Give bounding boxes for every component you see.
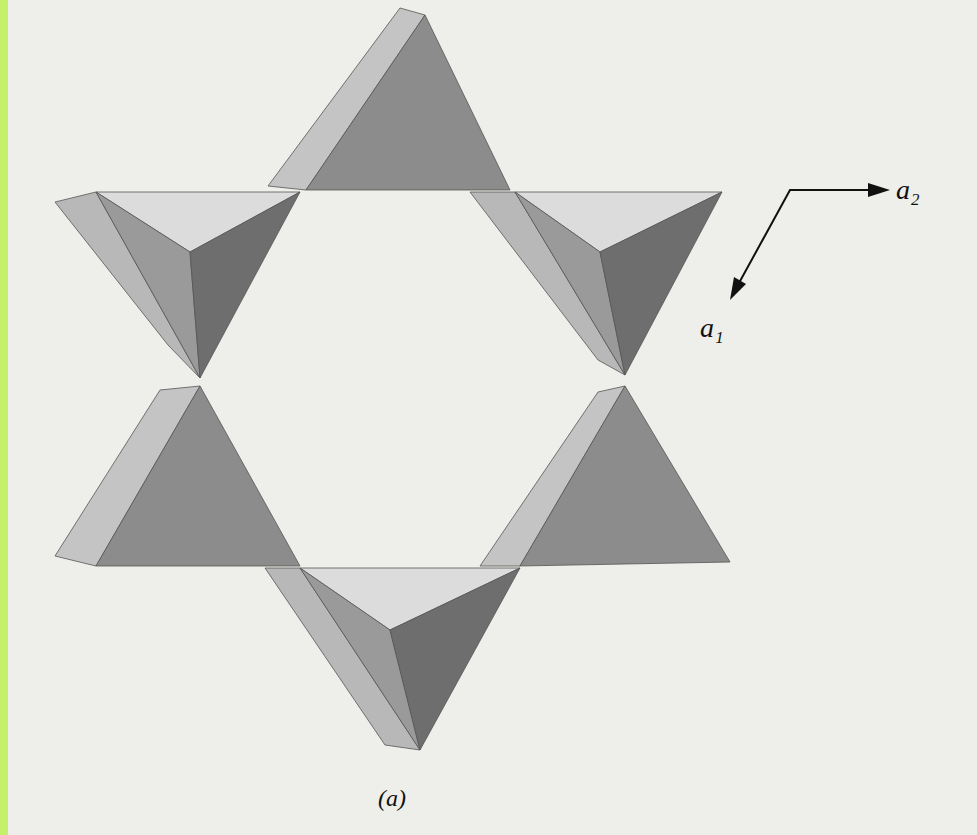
tetrahedron bbox=[480, 386, 730, 566]
axis-label: a₂ bbox=[896, 176, 920, 204]
arrowhead bbox=[730, 277, 746, 300]
tetrahedron bbox=[268, 8, 510, 190]
axis-label: a₁ bbox=[700, 314, 724, 342]
arrowhead bbox=[868, 183, 890, 197]
tetrahedron bbox=[55, 386, 300, 566]
edge-strip bbox=[0, 0, 8, 835]
tetrahedron bbox=[265, 568, 520, 750]
tetrahedron bbox=[55, 192, 300, 378]
tetrahedron bbox=[470, 192, 722, 375]
panel-label: (a) bbox=[378, 786, 406, 810]
axis-arrows bbox=[739, 190, 872, 283]
